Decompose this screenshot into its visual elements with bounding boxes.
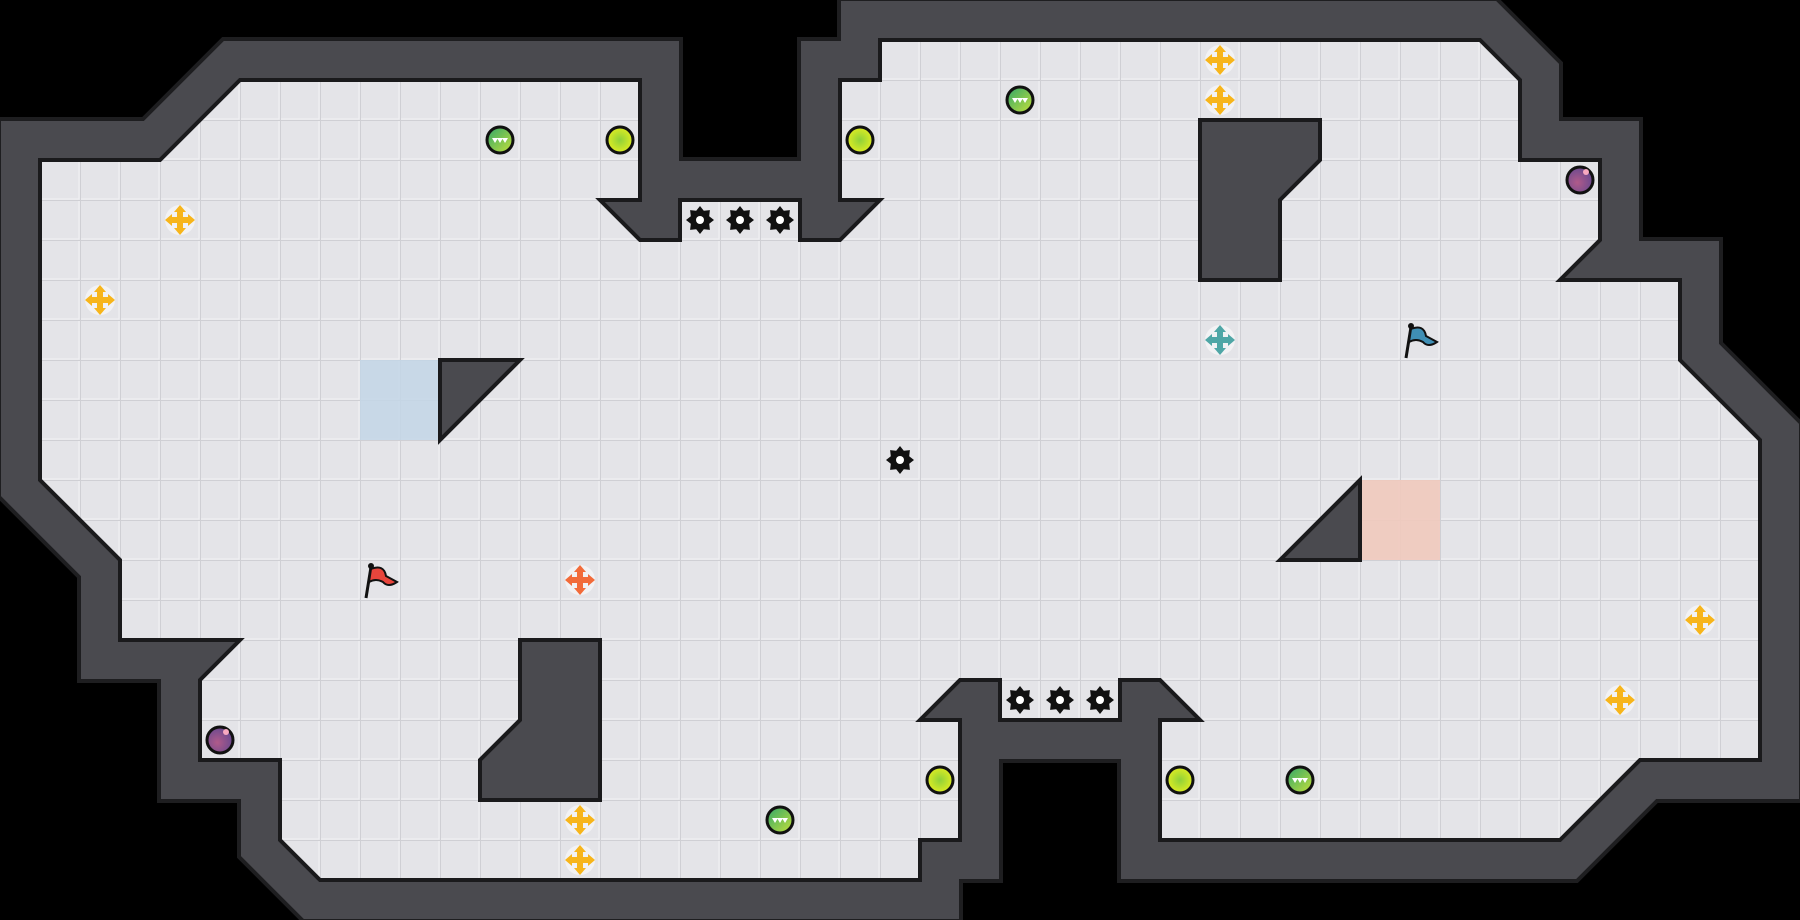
purple-ball-icon bbox=[205, 725, 235, 755]
green-striped-ball-icon bbox=[1005, 85, 1035, 115]
wall-triangle-right bbox=[1275, 475, 1362, 562]
saw-blade-icon bbox=[766, 206, 794, 234]
blue-flag-icon bbox=[1404, 323, 1439, 359]
yellow-cross-powerup-icon bbox=[565, 805, 595, 835]
yellow-ball-icon bbox=[845, 125, 875, 155]
wall-triangle-left bbox=[438, 358, 525, 445]
green-striped-ball-icon bbox=[485, 125, 515, 155]
green-striped-ball-icon bbox=[765, 805, 795, 835]
red-flag-icon bbox=[364, 563, 399, 599]
green-striped-ball-icon bbox=[1285, 765, 1315, 795]
saw-blade-icon bbox=[1086, 686, 1114, 714]
saw-blade-icon bbox=[686, 206, 714, 234]
yellow-cross-powerup-icon bbox=[1205, 45, 1235, 75]
yellow-cross-powerup-icon bbox=[1685, 605, 1715, 635]
yellow-ball-icon bbox=[605, 125, 635, 155]
yellow-ball-icon bbox=[925, 765, 955, 795]
yellow-cross-powerup-icon bbox=[85, 285, 115, 315]
saw-blade-icon bbox=[1046, 686, 1074, 714]
purple-ball-icon bbox=[1565, 165, 1595, 195]
red-team-zone bbox=[1360, 480, 1440, 560]
yellow-ball-icon bbox=[1165, 765, 1195, 795]
teal-cross-powerup-icon bbox=[1205, 325, 1235, 355]
yellow-cross-powerup-icon bbox=[565, 845, 595, 875]
yellow-cross-powerup-icon bbox=[1605, 685, 1635, 715]
saw-blade-icon bbox=[726, 206, 754, 234]
saw-blade-icon bbox=[1006, 686, 1034, 714]
yellow-cross-powerup-icon bbox=[1205, 85, 1235, 115]
wall-block-bottom-left bbox=[478, 638, 602, 802]
orange-cross-powerup-icon bbox=[565, 565, 595, 595]
wall-block-top-right bbox=[1198, 118, 1322, 282]
saw-blade-icon bbox=[886, 446, 914, 474]
yellow-cross-powerup-icon bbox=[165, 205, 195, 235]
blue-team-zone bbox=[360, 360, 440, 440]
